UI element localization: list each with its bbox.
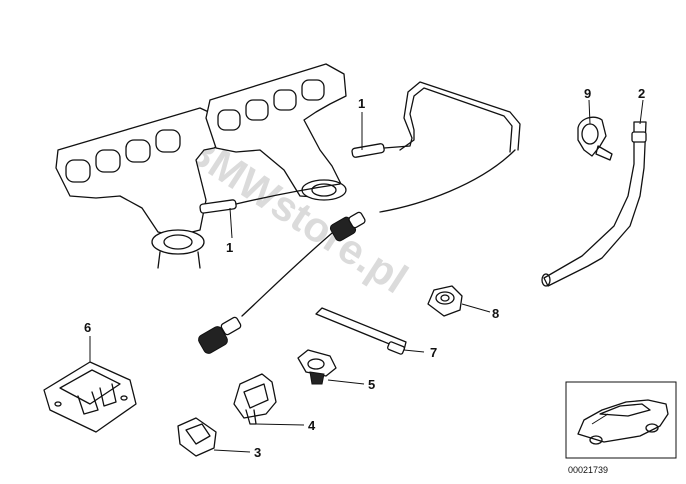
callout-5: 5 — [368, 377, 375, 392]
nut-icon — [427, 285, 463, 317]
callout-8: 8 — [492, 306, 499, 321]
holder-icon — [233, 373, 277, 425]
callout-4: 4 — [308, 418, 316, 433]
grommet-icon — [577, 116, 613, 161]
leader-lines — [89, 99, 644, 453]
callout-1-lower: 1 — [226, 240, 233, 255]
oxygen-sensor-icon — [198, 81, 521, 354]
callout-2: 2 — [638, 86, 645, 101]
callout-7: 7 — [430, 345, 437, 360]
callout-3: 3 — [254, 445, 261, 460]
bracket-icon — [43, 361, 137, 433]
callout-1-upper: 1 — [358, 96, 365, 111]
bracket-icon — [541, 121, 647, 287]
car-thumbnail-icon — [565, 381, 677, 459]
callout-6: 6 — [84, 320, 91, 335]
cable-tie-icon — [315, 307, 407, 355]
clip-icon — [177, 417, 217, 457]
diagram-id: 00021739 — [568, 465, 608, 475]
callout-9: 9 — [584, 86, 591, 101]
clip-icon — [297, 349, 337, 385]
